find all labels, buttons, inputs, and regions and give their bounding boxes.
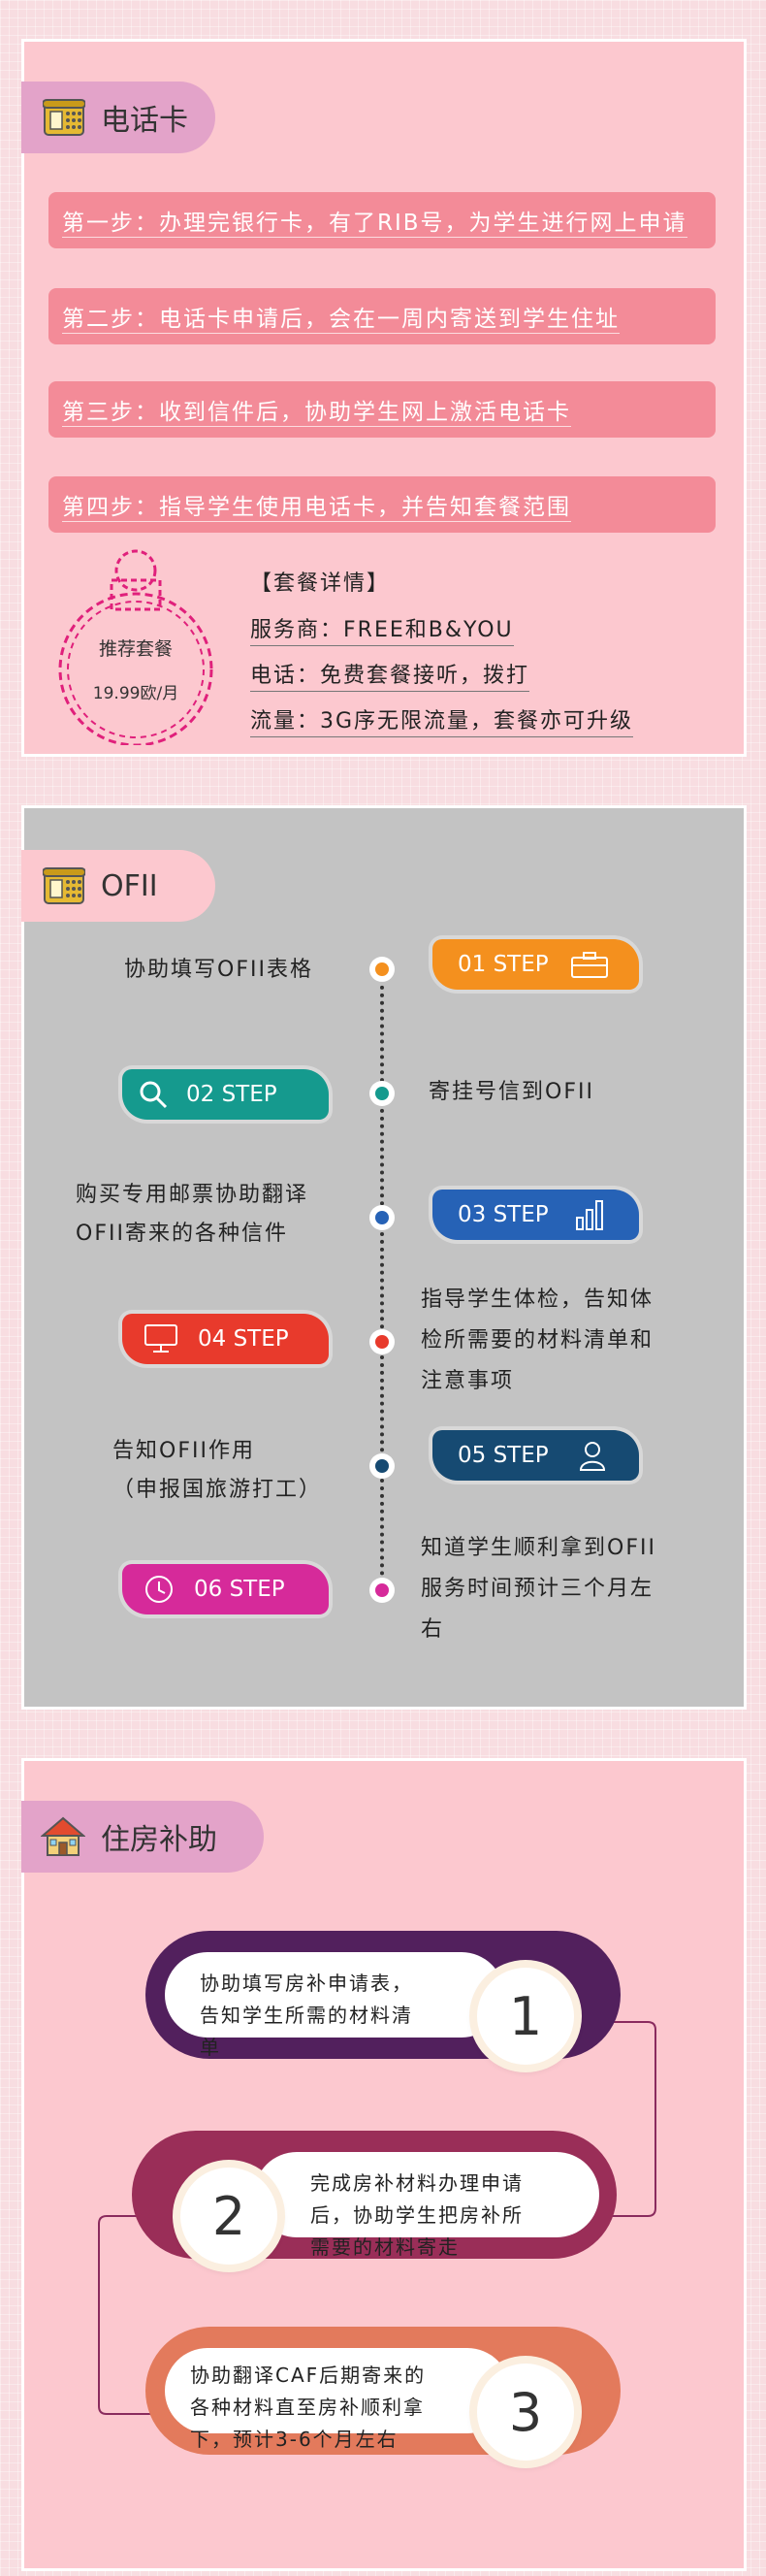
package-calls: 电话：免费套餐接听，拨打 xyxy=(250,658,530,692)
phone-icon xyxy=(42,98,86,137)
timeline-line xyxy=(380,970,384,1591)
timeline-dot-5 xyxy=(369,1453,395,1479)
user-icon xyxy=(579,1442,605,1471)
housing-item-2-text: 完成房补材料办理申请 后，协助学生把房补所 需要的材料寄走 xyxy=(310,2171,524,2259)
house-icon xyxy=(40,1816,86,1857)
ofii-step-5-text-line1: 告知OFII作用 xyxy=(112,1439,255,1463)
phone-step-2: 第二步：电话卡申请后，会在一周内寄送到学生住址 xyxy=(48,288,716,344)
search-icon xyxy=(140,1081,168,1109)
housing-item-1-inner xyxy=(165,1952,504,2038)
phone-icon xyxy=(42,866,86,905)
badge-title: 推荐套餐 xyxy=(98,638,173,660)
monitor-icon xyxy=(144,1324,177,1353)
phone-step-4: 第四步：指导学生使用电话卡，并告知套餐范围 xyxy=(48,476,716,533)
ofii-title: OFII xyxy=(101,868,158,903)
clock-icon xyxy=(145,1576,173,1603)
timeline-dot-4 xyxy=(369,1329,395,1354)
housing-item-1-number: 1 xyxy=(477,1968,574,2065)
package-heading: 【套餐详情】 xyxy=(250,571,391,596)
briefcase-icon xyxy=(570,952,608,978)
ofii-step-3-text-line2: OFII寄来的各种信件 xyxy=(76,1222,288,1246)
package-data: 流量：3G序无限流量，套餐亦可升级 xyxy=(250,703,634,737)
ofii-step-2-text: 寄挂号信到OFII xyxy=(429,1080,594,1104)
ofii-step-4-text-line3: 注意事项 xyxy=(421,1369,515,1393)
ofii-step-3-text-line1: 购买专用邮票协助翻译 xyxy=(76,1183,309,1207)
ofii-step-6-text-line3: 右 xyxy=(421,1617,445,1642)
ofii-step-4-text-line1: 指导学生体检，告知体 xyxy=(421,1288,654,1312)
ofii-step-6-box: 06 STEP xyxy=(122,1564,329,1614)
housing-item-3-inner xyxy=(165,2348,510,2433)
ofii-tag: OFII xyxy=(21,850,215,922)
timeline-dot-1 xyxy=(369,957,395,982)
phone-step-3: 第三步：收到信件后，协助学生网上激活电话卡 xyxy=(48,381,716,438)
ofii-step-5-text-line2: （申报国旅游打工） xyxy=(112,1478,323,1502)
ofii-step-2-box: 02 STEP xyxy=(122,1069,329,1120)
timeline-dot-2 xyxy=(369,1081,395,1106)
timeline-dot-6 xyxy=(369,1578,395,1603)
housing-item-1-text: 协助填写房补申请表， 告知学生所需的材料清 单 xyxy=(200,1972,413,2059)
phone-step-1: 第一步：办理完银行卡，有了RIB号，为学生进行网上申请 xyxy=(48,192,716,248)
housing-title: 住房补助 xyxy=(101,1823,217,1857)
housing-item-2-inner xyxy=(254,2152,599,2237)
badge-price: 19.99欧/月 xyxy=(92,684,179,703)
ofii-step-1-box: 01 STEP xyxy=(432,939,639,990)
ofii-step-4-text-line2: 检所需要的材料清单和 xyxy=(421,1328,654,1353)
ofii-step-6-text-line2: 服务时间预计三个月左 xyxy=(421,1577,654,1601)
bar-chart-icon xyxy=(575,1200,603,1230)
phone-card-title: 电话卡 xyxy=(101,104,188,138)
ofii-step-5-box: 05 STEP xyxy=(432,1430,639,1481)
housing-item-3-number: 3 xyxy=(477,2364,574,2461)
ofii-step-4-box: 04 STEP xyxy=(122,1314,329,1364)
ofii-step-1-text: 协助填写OFII表格 xyxy=(124,958,313,982)
housing-item-3-text: 协助翻译CAF后期寄来的 各种材料直至房补顺利拿 下，预计3-6个月左右 xyxy=(190,2364,427,2451)
package-badge: 推荐套餐 19.99欧/月 xyxy=(53,532,228,747)
ofii-step-3-box: 03 STEP xyxy=(432,1190,639,1240)
housing-tag: 住房补助 xyxy=(21,1801,264,1873)
package-provider: 服务商：FREE和B&YOU xyxy=(250,612,514,646)
ofii-step-6-text-line1: 知道学生顺利拿到OFII xyxy=(421,1536,656,1560)
housing-item-2-number: 2 xyxy=(180,2168,277,2265)
phone-card-tag: 电话卡 xyxy=(21,82,215,153)
timeline-dot-3 xyxy=(369,1205,395,1230)
